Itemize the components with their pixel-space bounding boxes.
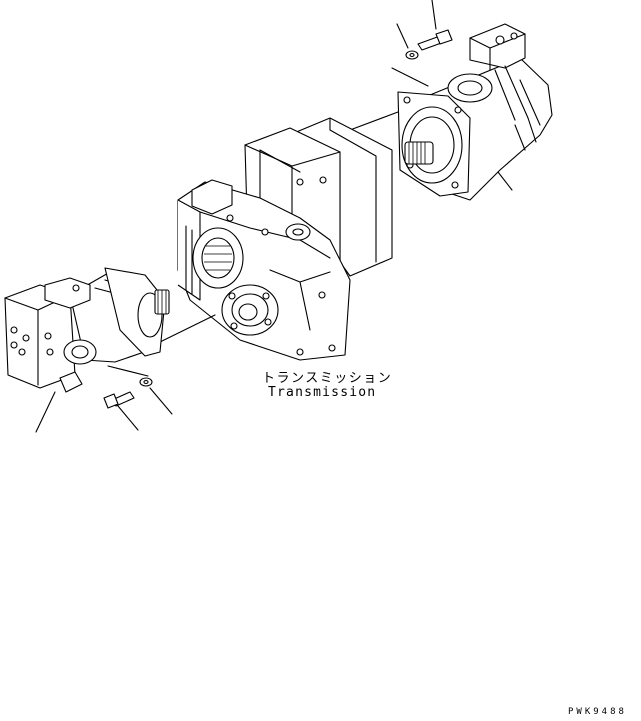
transmission-housing <box>177 117 393 361</box>
drawing-code: PWK9488 <box>568 707 627 717</box>
right-hydraulic-motor <box>397 23 553 201</box>
bottom-bolt <box>103 391 139 431</box>
transmission-label-en: Transmission <box>268 385 377 400</box>
top-bolt <box>417 0 453 51</box>
bottom-washer <box>139 377 173 415</box>
left-hydraulic-motor <box>4 267 170 393</box>
top-washer <box>396 23 419 60</box>
transmission-label-jp: トランスミッション <box>262 371 393 386</box>
